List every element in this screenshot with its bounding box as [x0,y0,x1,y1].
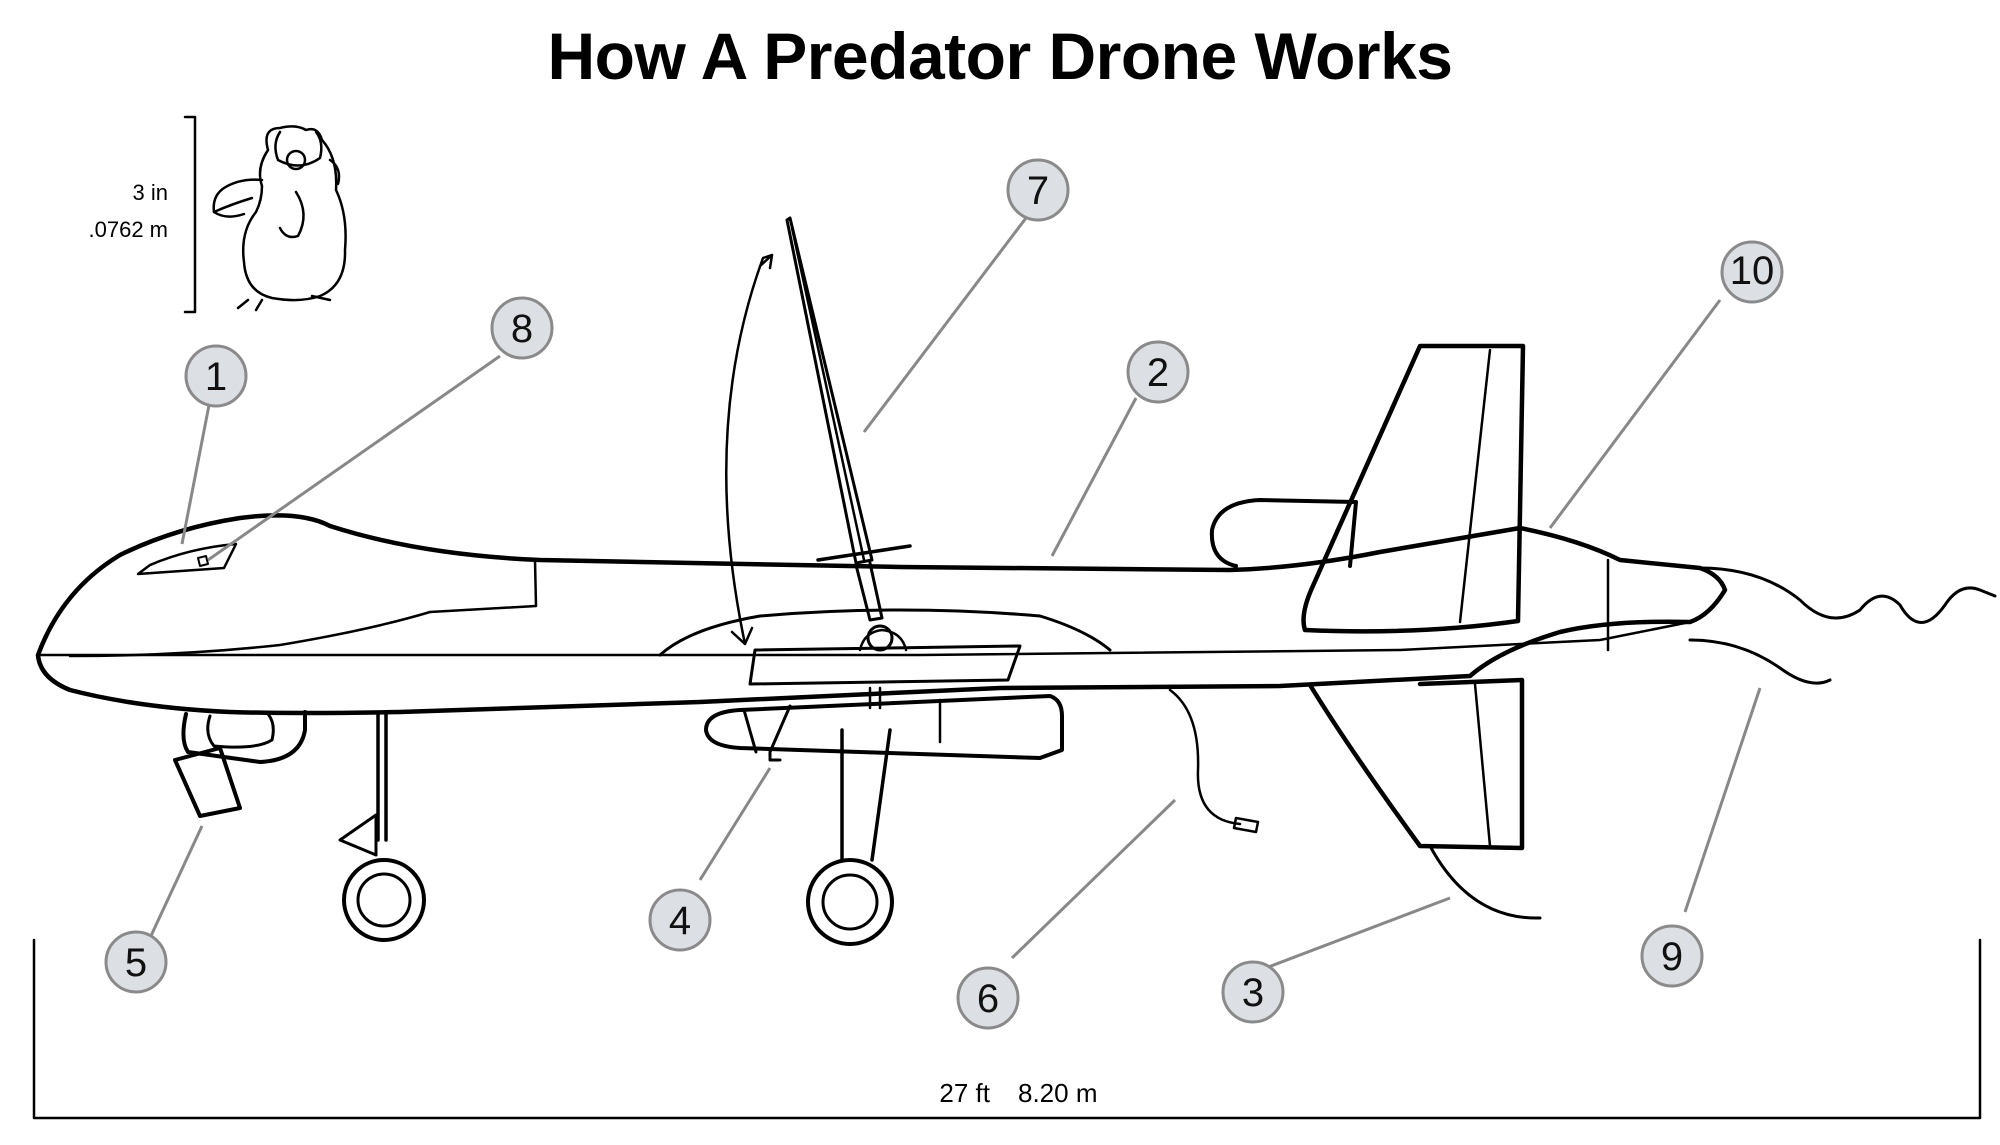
callout-4: 4 [648,888,712,952]
svg-text:7: 7 [1027,169,1049,213]
callout-9: 9 [1640,924,1704,988]
svg-text:8: 8 [511,307,533,351]
exhaust-trail [1688,566,1997,685]
length-ft-label: 27 ft [939,1078,990,1108]
callout-5: 5 [104,930,168,994]
callout-2: 2 [1126,340,1190,404]
callout-1: 1 [184,344,248,408]
callout-10: 10 [1720,240,1784,304]
callout-6: 6 [956,966,1020,1030]
svg-text:3: 3 [1242,971,1264,1015]
svg-text:9: 9 [1661,935,1683,979]
vertical-tail-lower [1307,677,1542,920]
callout-7: 7 [1006,158,1070,222]
scale-height-m: .0762 m [89,217,169,242]
trailing-antenna [1168,688,1260,834]
svg-text:4: 4 [669,899,691,943]
sword [725,216,912,652]
hamster-pilot-figure: 3 in .0762 m [89,115,347,314]
sensor-turret [173,710,307,818]
callout-8: 8 [490,296,554,360]
svg-text:6: 6 [977,977,999,1021]
hamster-icon [212,125,347,312]
svg-text:1: 1 [205,355,227,399]
leader-lines [148,217,1762,982]
main-landing-gear [806,728,894,946]
svg-text:2: 2 [1147,351,1169,395]
svg-text:10: 10 [1730,249,1775,293]
svg-text:5: 5 [125,941,147,985]
callout-3: 3 [1221,960,1285,1024]
length-dimension-bracket: 27 ft 8.20 m [32,938,1982,1120]
hellfire-missile [704,686,1064,762]
engine-nacelle [1209,498,1358,568]
page-title: How A Predator Drone Works [547,19,1453,93]
scale-height-in: 3 in [133,180,168,205]
vertical-tail-upper [1301,343,1526,634]
length-m-label: 8.20 m [1018,1078,1098,1108]
front-landing-gear [338,710,426,942]
